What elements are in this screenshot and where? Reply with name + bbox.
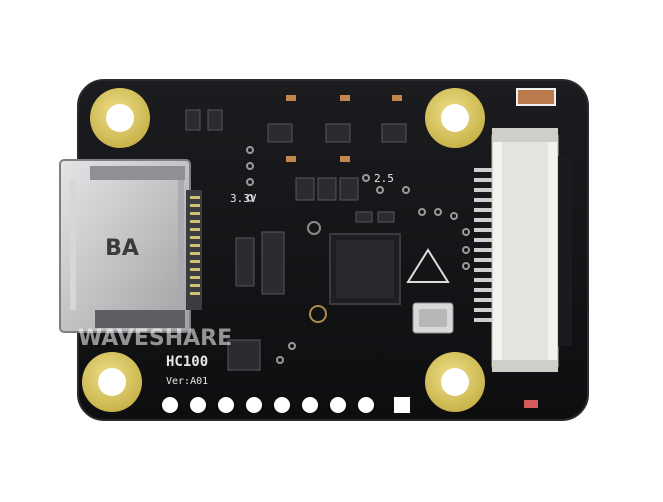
mounting-hole-top-left — [90, 88, 150, 148]
esd-warning-icon — [406, 248, 450, 283]
silk-voltage-a: 3.3V — [230, 192, 257, 205]
mounting-hole-bottom-right — [425, 352, 485, 412]
watermark: WAVESHARE — [78, 326, 232, 351]
vias — [246, 146, 470, 364]
main-ic-chip — [329, 233, 401, 305]
smd-capacitors — [286, 95, 402, 162]
board-model: HC100 — [166, 354, 208, 370]
status-led — [524, 400, 538, 408]
board-version: Ver:A01 — [166, 376, 208, 387]
hdmi-connector: BA — [59, 159, 202, 333]
smd-components-top — [185, 109, 407, 371]
mounting-hole-bottom-left — [82, 352, 142, 412]
smd-resistor — [516, 88, 556, 106]
csi-fpc-connector — [474, 128, 572, 372]
crystal-oscillator — [412, 302, 454, 334]
connector-marking: BA — [105, 236, 139, 261]
mounting-hole-top-right — [425, 88, 485, 148]
gpio-header-holes — [162, 397, 410, 413]
silk-voltage-b: 2.5 — [374, 172, 394, 185]
